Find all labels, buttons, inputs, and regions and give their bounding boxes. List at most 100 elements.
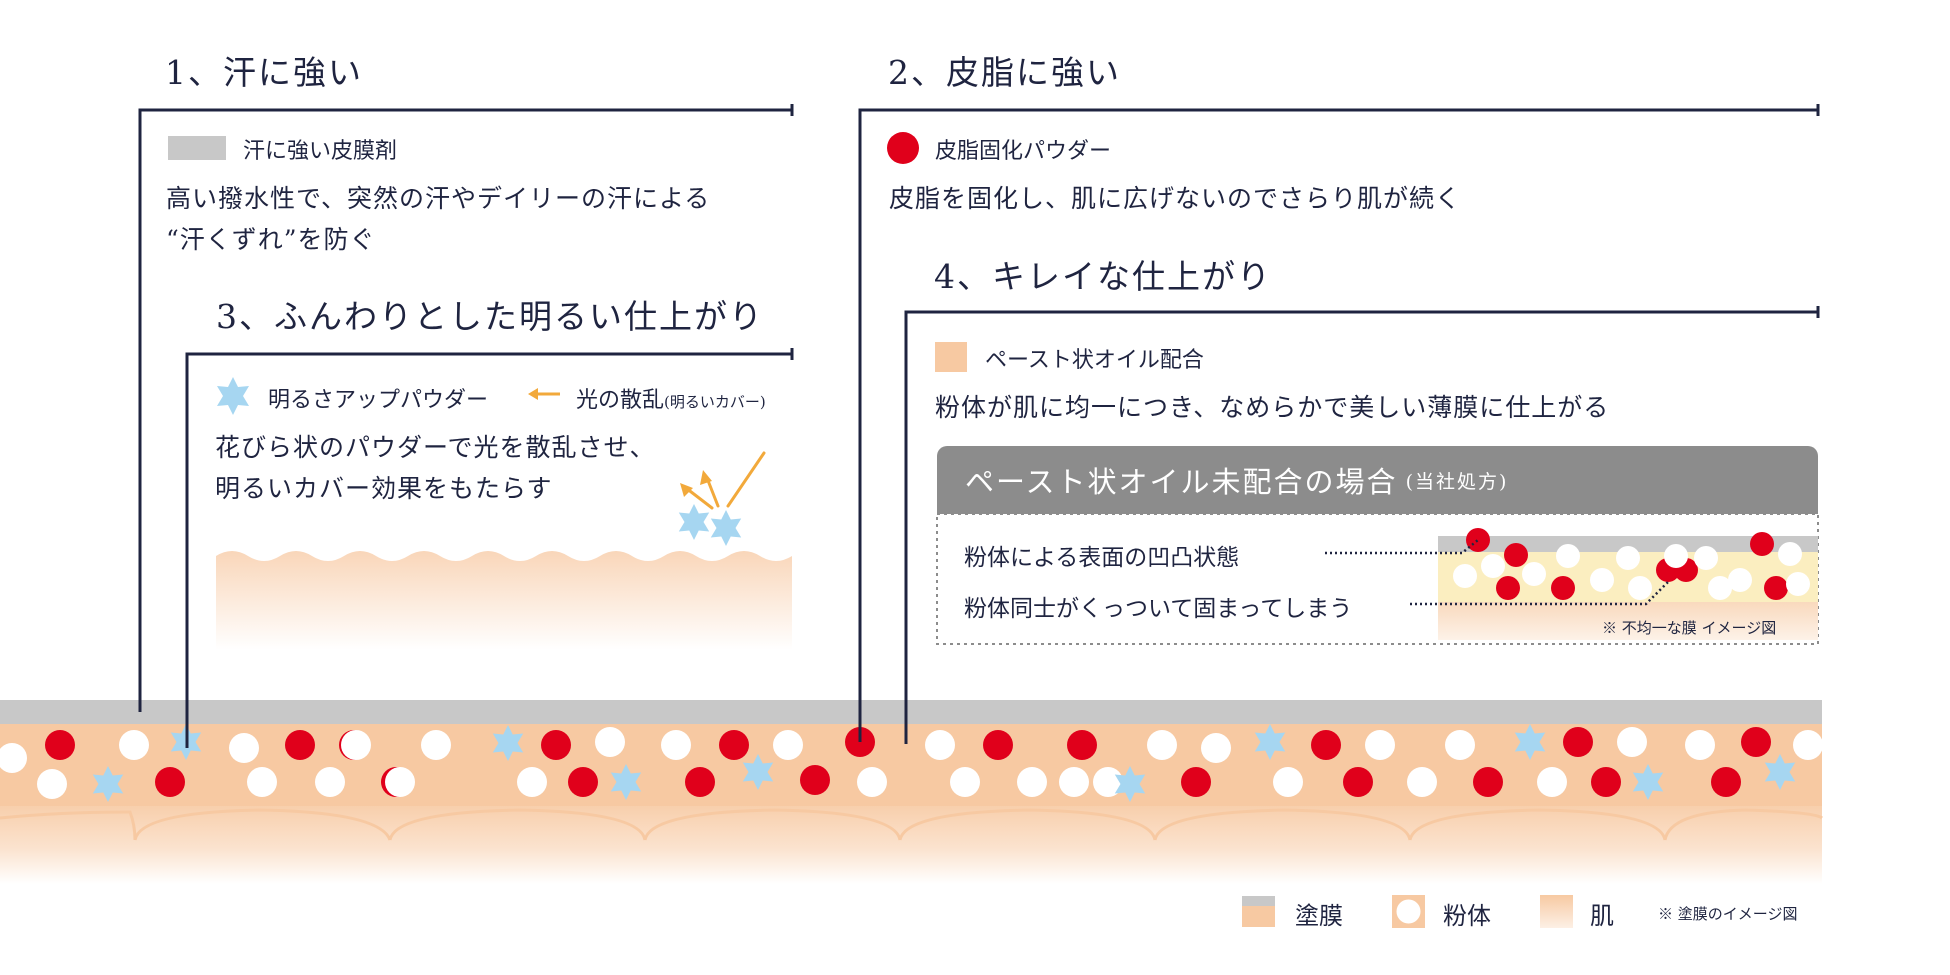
box-sebum-particle [1764, 576, 1788, 600]
powder-particle [1365, 730, 1395, 760]
sebum-powder-particle [800, 765, 830, 795]
section1-description: 高い撥水性で、突然の汗やデイリーの汗による “汗くずれ”を防ぐ [166, 178, 710, 260]
box-sebum-particle [1496, 576, 1520, 600]
legend-film-label: 塗膜 [1295, 902, 1343, 930]
legend-arrow-icon [528, 388, 560, 400]
box-powder-particle [1628, 576, 1652, 600]
powder-particle [857, 767, 887, 797]
comparison-box-title-sub: (当社処方) [1405, 470, 1509, 493]
section2-description: 皮脂を固化し、肌に広げないのでさらり肌が続く [889, 178, 1461, 219]
sebum-powder-particle [541, 730, 571, 760]
scatter-arrows-icon [680, 451, 766, 510]
box-powder-particle [1694, 546, 1718, 570]
powder-particle [517, 767, 547, 797]
powder-particle [661, 730, 691, 760]
comparison-box-title: ペースト状オイル未配合の場合 [965, 465, 1398, 499]
section2-desc-line1: 皮脂を固化し、肌に広げないのでさらり肌が続く [889, 184, 1462, 213]
sebum-powder-particle [1311, 730, 1341, 760]
sebum-powder-particle [155, 767, 185, 797]
box-powder-particle [1481, 554, 1505, 578]
light-scatter-main: 光の散乱 [576, 388, 665, 413]
scatter-star-icon-1 [678, 503, 710, 541]
section2-legend-label: 皮脂固化パウダー [935, 139, 1112, 164]
section3-legend-label: 明るさアップパウダー [268, 388, 489, 413]
powder-particle [247, 767, 277, 797]
powder-particle [1273, 767, 1303, 797]
section3-description: 花びら状のパウダーで光を散乱させ、 明るいカバー効果をもたらす [215, 427, 656, 509]
box-sebum-particle [1504, 543, 1528, 567]
bracket-section4 [904, 306, 1820, 744]
section3-desc-line1: 花びら状のパウダーで光を散乱させ、 [215, 433, 656, 462]
box-powder-particle [1708, 576, 1732, 600]
box-powder-particle [1453, 564, 1477, 588]
powder-particle [1617, 727, 1647, 757]
sebum-powder-particle [1067, 730, 1097, 760]
powder-particle [229, 733, 259, 763]
powder-particle [1445, 730, 1475, 760]
box-powder-particle [1522, 562, 1546, 586]
skin-cell-curves [0, 808, 1823, 841]
film-layer [0, 700, 1822, 724]
legend-powder-icon [1396, 899, 1421, 924]
box-powder-particle [1786, 572, 1810, 596]
section1-desc-line2: “汗くずれ”を防ぐ [166, 225, 376, 254]
sebum-powder-particle [1563, 727, 1593, 757]
sebum-powder-particle [285, 730, 315, 760]
sebum-powder-particle [983, 730, 1013, 760]
sebum-powder-particle [719, 730, 749, 760]
comparison-row2-label: 粉体同士がくっついて固まってしまう [964, 596, 1353, 622]
powder-particle [1093, 767, 1123, 797]
sebum-powder-particle [1711, 767, 1741, 797]
powder-particle [1201, 733, 1231, 763]
section4-legend-label: ペースト状オイル配合 [985, 348, 1204, 373]
powder-particle [1407, 767, 1437, 797]
box-powder-particle [1728, 568, 1752, 592]
box-powder-particle [1616, 546, 1640, 570]
box-sebum-particle [1750, 532, 1774, 556]
legend-film-icon [1242, 896, 1275, 906]
main-layer-diagram [0, 700, 1823, 884]
box-powder-particle [1664, 544, 1688, 568]
bracket-section3 [185, 348, 794, 748]
powder-particle [925, 730, 955, 760]
box-skin-layer [1438, 602, 1818, 640]
powder-particle [1685, 730, 1715, 760]
powder-particle [1793, 730, 1823, 760]
powder-particle [0, 743, 27, 773]
box-leader-lines [1325, 539, 1669, 606]
bottom-legend-icons [1242, 895, 1573, 928]
powder-particle [1147, 730, 1177, 760]
legend-note: ※ 塗膜のイメージ図 [1658, 905, 1798, 923]
section1-desc-line1: 高い撥水性で、突然の汗やデイリーの汗による [166, 184, 711, 213]
comparison-note: ※ 不均一な膜 イメージ図 [1602, 619, 1777, 637]
box-sebum-particle [1551, 576, 1575, 600]
powder-particle [119, 730, 149, 760]
powder-particle [421, 730, 451, 760]
sebum-powder-particle [685, 767, 715, 797]
sebum-powder-particle [1181, 767, 1211, 797]
box-powder-particle [1556, 544, 1580, 568]
sebum-powder-particle [568, 767, 598, 797]
legend-film-icon-base [1242, 906, 1275, 927]
powder-particle [595, 727, 625, 757]
powder-particle [315, 767, 345, 797]
section1-legend-label: 汗に強い皮膜剤 [243, 139, 398, 164]
box-particles [1453, 528, 1810, 600]
legend-oil-swatch [935, 342, 967, 372]
sebum-powder-particle [45, 730, 75, 760]
section3-desc-line2: 明るいカバー効果をもたらす [215, 474, 553, 503]
bracket-section1 [138, 104, 794, 712]
section2-title: 2、皮脂に強い [888, 53, 1121, 92]
box-film-layer [1438, 536, 1818, 552]
powder-particle [773, 730, 803, 760]
powder-particle [950, 767, 980, 797]
section3-title: 3、ふんわりとした明るい仕上がり [216, 297, 764, 336]
box-powder-particle [1778, 542, 1802, 566]
light-scatter-sub: (明るいカバー) [664, 393, 766, 411]
legend-sebum-icon [887, 132, 919, 164]
scatter-star-icon-2 [710, 509, 742, 547]
sebum-powder-particle [1473, 767, 1503, 797]
powder-particle [37, 769, 67, 799]
powder-particle [385, 767, 415, 797]
